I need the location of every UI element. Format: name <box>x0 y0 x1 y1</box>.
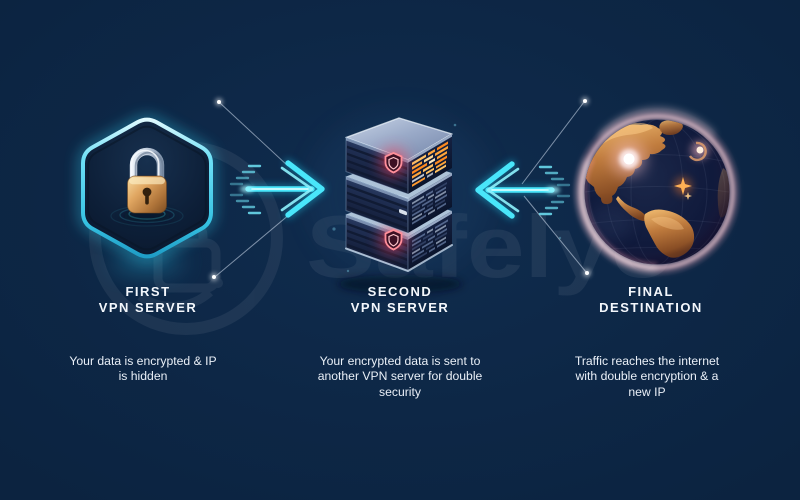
label-second-vpn-server: SECOND VPN SERVER <box>351 284 450 316</box>
globe-orange-sparkle <box>674 177 692 200</box>
node-desc-line2: is hidden <box>118 369 168 384</box>
node-title-line2: VPN SERVER <box>98 300 198 315</box>
desc-second-vpn-server: Your encrypted data is sent to another V… <box>318 354 483 400</box>
node-title-line1: FINAL <box>628 284 674 299</box>
callout-lines <box>215 101 587 277</box>
node-desc-line1: Your encrypted data is sent to <box>319 354 481 368</box>
desc-final-destination: Traffic reaches the internet with double… <box>575 354 719 400</box>
server-shadow <box>338 275 462 293</box>
node-desc-line3: new IP <box>628 384 666 399</box>
desc-first-vpn-server: Your data is encrypted & IP is hidden <box>69 354 216 385</box>
node-desc-line1: Your data is encrypted & IP <box>69 354 217 368</box>
shield-glow-top <box>379 148 408 176</box>
label-final-destination: FINAL DESTINATION <box>599 284 703 316</box>
node-title-line1: SECOND <box>367 284 433 299</box>
node-title-line1: FIRST <box>125 284 171 299</box>
server-stack-icon <box>308 110 492 293</box>
callout-line-top-right <box>521 101 585 185</box>
node-title-line2: DESTINATION <box>599 300 703 315</box>
callout-dots <box>210 97 591 281</box>
server-unit-1 <box>345 117 453 195</box>
hexagon-lock-badge <box>79 115 215 272</box>
arrow-left-icon <box>474 160 571 220</box>
callout-line-bottom-right <box>523 195 587 273</box>
globe-icon <box>572 107 742 277</box>
badge-bottom-glow <box>111 252 183 272</box>
globe-light-spots <box>612 141 709 176</box>
node-desc-line2: with double encryption & a <box>575 369 719 384</box>
node-desc-line1: Traffic reaches the internet <box>574 354 720 368</box>
node-desc-line2: another VPN server for double <box>317 369 483 384</box>
arrow-right-icon <box>229 159 326 219</box>
hexagon-inner-edge <box>87 125 207 251</box>
node-desc-line3: security <box>379 384 421 399</box>
server-led-rows <box>412 141 448 187</box>
padlock-icon <box>127 147 167 214</box>
node-title-line2: VPN SERVER <box>350 300 450 315</box>
shield-glow-bottom <box>379 225 408 253</box>
label-first-vpn-server: FIRST VPN SERVER <box>99 284 198 316</box>
arrow-left-speed-dashes <box>538 165 571 216</box>
callout-line-bottom-left <box>215 213 291 277</box>
callout-line-top-left <box>219 102 289 167</box>
arrow-right-speed-dashes <box>229 164 262 215</box>
